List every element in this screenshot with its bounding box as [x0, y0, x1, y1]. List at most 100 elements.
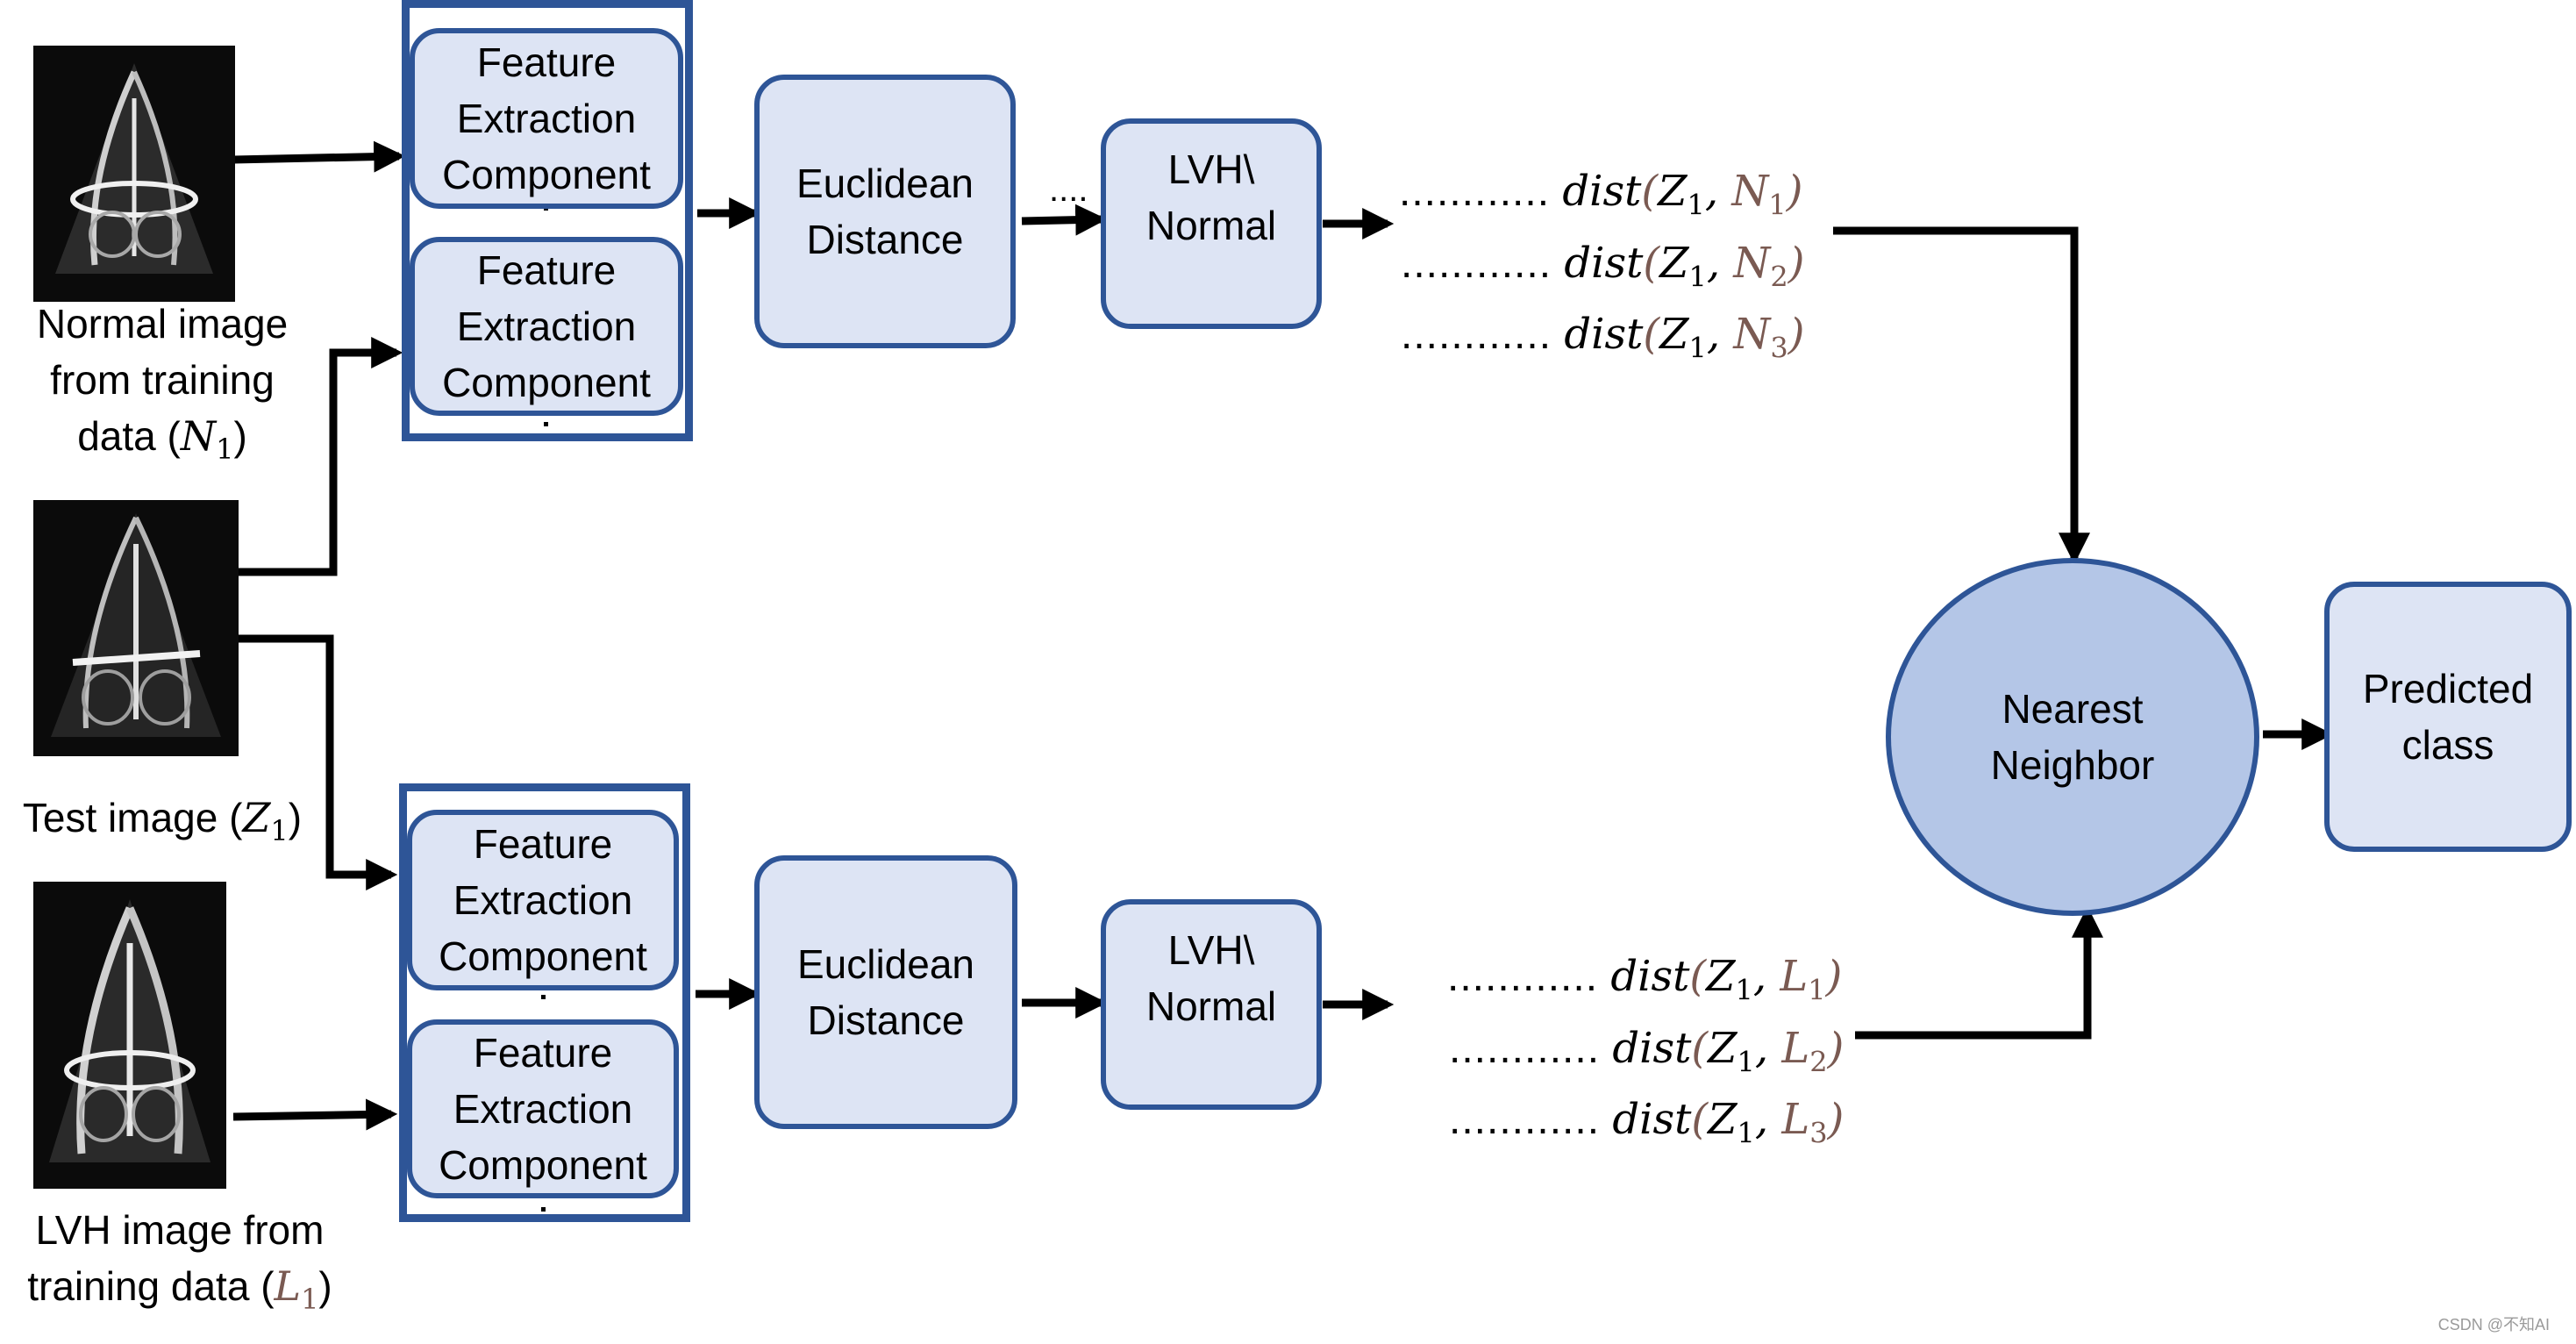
lvh-caption-data: training data ( [27, 1263, 275, 1309]
training-symbol: L2 [1781, 1023, 1828, 1079]
training-symbol: N3 [1733, 310, 1788, 365]
close-paren: ) [1788, 310, 1805, 360]
distance-fn: dist [1564, 238, 1644, 288]
fe-label-line1: Feature [476, 247, 617, 293]
test-symbol: Z1 [1659, 238, 1707, 294]
top-euclidean-distance: Euclidean Distance [754, 75, 1016, 348]
bottom-lvh-normal-classifier: LVH\ Normal [1101, 899, 1322, 1110]
bottom-frame-mark-2 [541, 1207, 546, 1212]
arrow-test-to-top-fe [239, 337, 403, 576]
distance-fn: dist [1562, 167, 1642, 216]
euclidean-label-line1: Euclidean [796, 941, 975, 987]
normal-caption-line2: from training [50, 357, 275, 403]
top-feature-extraction-2: Feature Extraction Component [410, 237, 683, 416]
test-image [33, 500, 239, 756]
fe-label-line1: Feature [473, 1030, 613, 1076]
normal-distance-row: ............ dist(Z1, N2) [1401, 234, 1804, 306]
lvh-distance-row: ............ dist(Z1, L3) [1449, 1090, 1844, 1162]
top-lvh-normal-classifier: LVH\ Normal [1101, 118, 1322, 329]
euclidean-label-line2: Distance [806, 217, 964, 262]
training-symbol: L1 [1780, 952, 1826, 1007]
arrow-lvh-dist-to-nn [1855, 905, 2103, 1040]
distance-dots: ............ [1399, 168, 1563, 215]
open-paren: ( [1643, 238, 1660, 288]
test-echo-graphic [51, 513, 221, 737]
distance-dots: ............ [1449, 1025, 1613, 1072]
lvh-caption-line2: training data (L1) [9, 1258, 351, 1327]
normal-caption-line1: Normal image [36, 301, 289, 347]
normal-training-image [33, 46, 235, 302]
normal-symbol: N1 [180, 412, 234, 467]
comma: , [1754, 1095, 1782, 1145]
arrow-lvh-to-fe [232, 1098, 398, 1131]
training-symbol: N2 [1733, 238, 1788, 294]
distance-dots: ............ [1401, 239, 1565, 287]
bottom-frame-mark [541, 995, 546, 999]
normal-caption-close: ) [233, 413, 247, 459]
close-paren: ) [1827, 1023, 1845, 1073]
distance-dots: ............ [1449, 1097, 1613, 1144]
fe-label-line2: Extraction [456, 96, 637, 141]
open-paren: ( [1691, 1095, 1709, 1145]
open-paren: ( [1691, 1023, 1709, 1073]
distance-fn: dist [1564, 310, 1644, 360]
test-symbol: Z1 [1659, 310, 1707, 365]
lvh-echo-graphic [49, 899, 211, 1162]
distance-fn: dist [1612, 1023, 1692, 1073]
lvh-symbol: L1 [274, 1262, 319, 1317]
fe-label-line2: Extraction [453, 877, 633, 923]
training-symbol: N1 [1731, 167, 1787, 222]
predicted-class: Predicted class [2324, 582, 2572, 852]
nearest-label-line2: Neighbor [1990, 742, 2155, 788]
bottom-euclidean-distance: Euclidean Distance [754, 855, 1017, 1129]
predicted-label-line2: class [2401, 722, 2494, 768]
comma: , [1704, 167, 1732, 216]
bottom-feature-extraction-1: Feature Extraction Component [407, 810, 679, 990]
test-symbol: Z1 [1706, 952, 1753, 1007]
test-symbol: Z1 [1658, 167, 1705, 222]
nearest-label-line1: Nearest [2002, 686, 2144, 732]
classifier-label-line1: LVH\ [1167, 927, 1255, 973]
fe-label-line1: Feature [476, 39, 617, 85]
lvh-image-caption: LVH image from training data (L1) [9, 1202, 351, 1327]
open-paren: ( [1641, 167, 1659, 216]
watermark: CSDN @不知AI [2437, 1316, 2550, 1333]
open-paren: ( [1689, 952, 1707, 1001]
lvh-distance-list: ............ dist(Z1, L1)............ di… [1447, 947, 1845, 1162]
test-caption-line: Test image (Z1) [0, 790, 325, 859]
classifier-label-line1: LVH\ [1167, 147, 1255, 192]
predicted-label-line1: Predicted [2362, 666, 2534, 711]
normal-caption-data: data ( [77, 413, 181, 459]
fe-label-line3: Component [442, 360, 651, 405]
training-symbol: L3 [1781, 1095, 1828, 1150]
fe-label-line3: Component [442, 152, 651, 197]
fe-label-line3: Component [439, 1142, 647, 1188]
comma: , [1752, 952, 1780, 1001]
close-paren: ) [1825, 952, 1843, 1001]
close-paren: ) [1788, 238, 1805, 288]
fe-label-line3: Component [439, 933, 647, 979]
comma: , [1754, 1023, 1782, 1073]
top-frame-mark-2 [544, 422, 548, 426]
normal-distance-list: ............ dist(Z1, N1)............ di… [1399, 162, 1804, 377]
normal-distance-row: ............ dist(Z1, N3) [1401, 305, 1804, 377]
normal-caption-line3: data (N1) [9, 408, 316, 477]
euclidean-label-line1: Euclidean [796, 161, 974, 206]
arrow-test-to-bottom-fe [239, 634, 398, 890]
comma: , [1706, 310, 1734, 360]
normal-image-caption: Normal image from training data (N1) [9, 296, 316, 477]
distance-dots: ............ [1401, 311, 1565, 359]
close-paren: ) [1786, 167, 1803, 216]
classifier-label-line2: Normal [1145, 983, 1277, 1029]
lvh-training-image [33, 882, 226, 1189]
open-paren: ( [1643, 310, 1660, 360]
normal-echo-graphic [55, 63, 213, 274]
test-symbol: Z1 [1708, 1023, 1755, 1079]
distance-fn: dist [1610, 952, 1690, 1001]
close-paren: ) [1827, 1095, 1845, 1145]
comma: , [1706, 238, 1734, 288]
top-feature-extraction-1: Feature Extraction Component [410, 28, 683, 209]
nearest-neighbor-node: Nearest Neighbor [1886, 558, 2259, 916]
distance-fn: dist [1612, 1095, 1692, 1145]
